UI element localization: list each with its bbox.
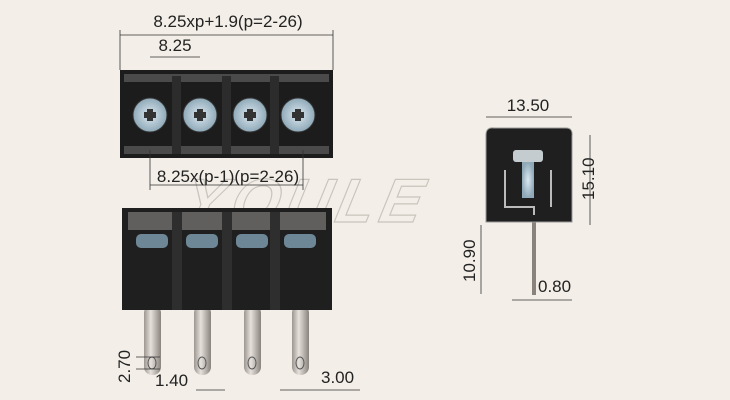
hole-position-dim: 2.70 — [115, 350, 134, 383]
side-view: 13.50 15.10 10.90 0.80 — [460, 96, 598, 301]
width-dim: 13.50 — [507, 96, 550, 115]
pin-length-dim: 10.90 — [460, 239, 479, 282]
hole-diameter-dim: 1.40 — [155, 371, 188, 390]
side-pin — [532, 215, 536, 295]
screw-icon — [236, 234, 268, 248]
height-dim: 15.10 — [579, 157, 598, 200]
overall-length-dim: 8.25xp+1.9(p=2-26) — [153, 12, 302, 31]
pin-thickness-dim: 0.80 — [538, 277, 571, 296]
screw-icon — [186, 234, 218, 248]
screw-icon — [284, 234, 316, 248]
pin — [244, 305, 261, 375]
span-dim: 8.25x(p-1)(p=2-26) — [157, 167, 299, 186]
top-view: 8.25xp+1.9(p=2-26) 8.25 8.25x(p-1)(p=2-2… — [119, 12, 334, 190]
pins — [144, 305, 309, 375]
screw-heads-front — [136, 234, 316, 248]
pin-width-dim: 3.00 — [321, 368, 354, 387]
screw-heads-top — [132, 97, 316, 133]
pin — [292, 305, 309, 375]
pin — [194, 305, 211, 375]
screw-icon — [136, 234, 168, 248]
pitch-dim: 8.25 — [158, 36, 191, 55]
pin — [144, 305, 161, 375]
front-view: 2.70 1.40 3.00 — [115, 208, 360, 391]
